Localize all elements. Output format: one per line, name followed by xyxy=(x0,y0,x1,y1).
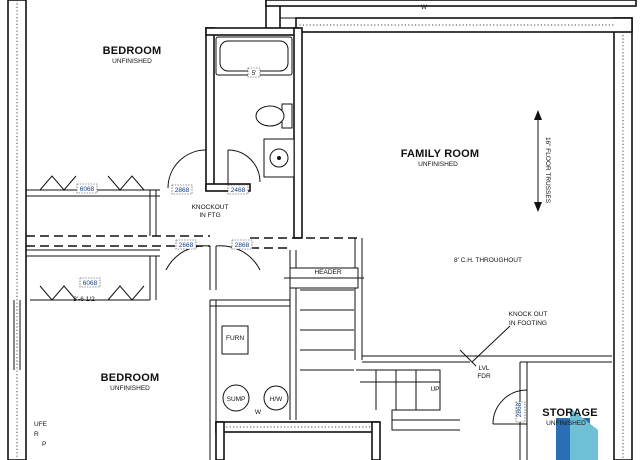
stair-up-label: UP xyxy=(430,386,439,393)
toilet xyxy=(255,103,293,129)
water-heater xyxy=(263,385,289,411)
bath-width-note: 5' xyxy=(252,70,257,77)
washer-label: W xyxy=(255,409,262,416)
bedroom-bottom-name: BEDROOM xyxy=(101,372,160,384)
hall-door-left-swing xyxy=(165,245,211,271)
tag-hall-left: 2668 xyxy=(179,242,194,249)
bath-door-right-swing xyxy=(227,149,261,183)
tag-bath-right: 2468 xyxy=(231,187,246,194)
closet-bifold-bottom xyxy=(39,285,145,301)
knockout-footing-line1: KNOCK OUT xyxy=(509,311,548,318)
staircase xyxy=(284,267,460,431)
ceiling-height-note: 8' C.H. THROUGHOUT xyxy=(454,257,522,264)
exterior-walls xyxy=(7,0,637,460)
tag-window-bottom: 6068 xyxy=(83,280,98,287)
sump-pit xyxy=(222,384,250,412)
furnace xyxy=(221,325,249,355)
knockout-leader xyxy=(471,325,511,363)
storage-name: STORAGE xyxy=(542,407,598,419)
egress-fragment-line1: UFE xyxy=(34,421,48,428)
water-heater-label: H/W xyxy=(270,396,284,403)
knockout-ftg-line1: KNOCKOUT xyxy=(192,204,229,211)
header-note: HEADER xyxy=(314,269,341,276)
egress-fragment-line3: P xyxy=(42,441,46,448)
tag-storage-door: 2868 xyxy=(516,402,523,417)
tag-hall-right: 2868 xyxy=(235,242,250,249)
family-room-name: FAMILY ROOM xyxy=(401,148,480,160)
lvl-fdr-line1: LVL xyxy=(478,365,489,372)
storage-door-swing xyxy=(492,389,528,425)
closet-bifold-top xyxy=(39,175,145,191)
brokerage-logo xyxy=(556,408,598,460)
bedroom-bottom-status: UNFINISHED xyxy=(110,385,150,392)
sink xyxy=(263,138,295,178)
bedroom-dimension: 8'-6 1/2 xyxy=(73,296,95,303)
family-room-status: UNFINISHED xyxy=(418,161,458,168)
bathroom xyxy=(167,27,303,239)
hall-door-right-swing xyxy=(215,245,261,271)
furnace-label: FURN xyxy=(226,335,244,342)
bedroom-top-name: BEDROOM xyxy=(103,45,162,57)
knockout-footing-line2: IN FOOTING xyxy=(509,320,547,327)
storage-status: UNFINISHED xyxy=(546,420,586,427)
tag-bath-left: 2868 xyxy=(175,187,190,194)
sump-label: SUMP xyxy=(227,396,246,403)
bedroom-top-status: UNFINISHED xyxy=(112,58,152,65)
knockout-ftg-line2: IN FTG xyxy=(199,212,220,219)
bath-door-left-swing xyxy=(167,149,207,189)
lvl-fdr-line2: FDR xyxy=(477,373,491,380)
floor-trusses-note: 16" FLOOR TRUSSES xyxy=(544,137,551,204)
tag-window-top: 6068 xyxy=(80,186,95,193)
window-label-top: W xyxy=(421,4,428,11)
egress-fragment-line2: R xyxy=(34,431,39,438)
floor-trusses-arrow xyxy=(534,110,542,212)
